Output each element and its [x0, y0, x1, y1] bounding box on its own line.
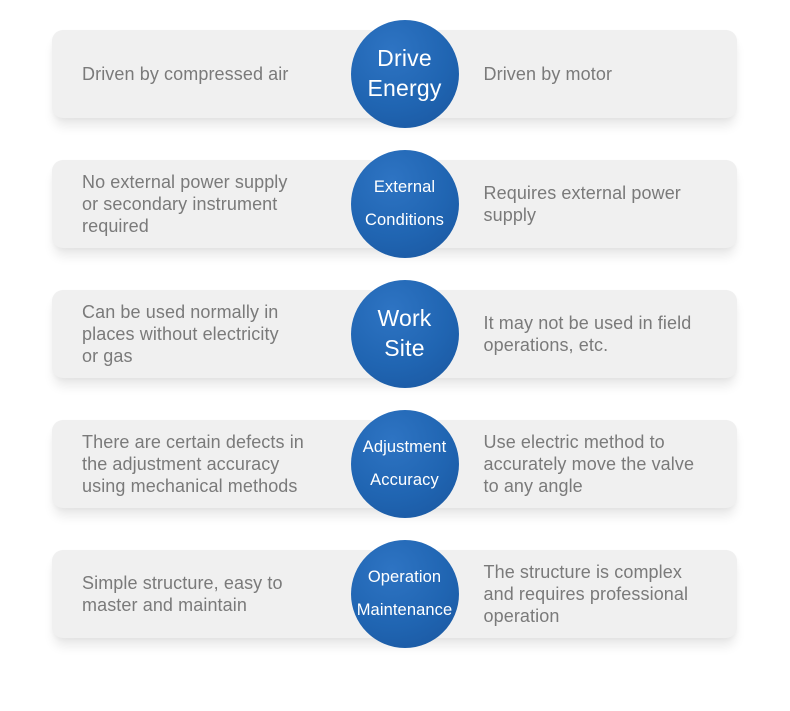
- right-text: The structure is complex and requires pr…: [483, 561, 689, 627]
- category-label: Work Site: [377, 305, 432, 361]
- badge-slot: Drive Energy: [338, 20, 459, 128]
- row-panel: Simple structure, easy to master and mai…: [52, 540, 737, 648]
- right-text: Requires external power supply: [483, 182, 681, 225]
- badge-slot: External Conditions: [338, 150, 459, 258]
- category-label: Drive Energy: [367, 45, 442, 101]
- category-badge-operation-maintenance: Operation Maintenance: [350, 540, 459, 648]
- badge-slot: Operation Maintenance: [338, 540, 459, 648]
- left-text: Simple structure, easy to master and mai…: [82, 572, 283, 615]
- category-badge-drive-energy: Drive Energy: [350, 20, 459, 128]
- left-text: There are certain defects in the adjustm…: [82, 431, 304, 497]
- right-text: Use electric method to accurately move t…: [483, 431, 695, 497]
- category-badge-adjustment-accuracy: Adjustment Accuracy: [350, 410, 459, 518]
- row-panel: No external power supply or secondary in…: [52, 150, 737, 258]
- left-text: No external power supply or secondary in…: [82, 171, 288, 237]
- row-panel: Can be used normally in places without e…: [52, 280, 737, 388]
- category-badge-work-site: Work Site: [350, 280, 459, 388]
- category-label: Operation Maintenance: [356, 568, 453, 619]
- comparison-row-operation-maintenance: Simple structure, easy to master and mai…: [52, 540, 737, 648]
- badge-slot: Adjustment Accuracy: [338, 410, 459, 518]
- left-text: Can be used normally in places without e…: [82, 301, 279, 367]
- left-text: Driven by compressed air: [82, 63, 289, 84]
- comparison-row-external-conditions: No external power supply or secondary in…: [52, 150, 737, 258]
- right-text: It may not be used in field operations, …: [483, 312, 692, 355]
- right-text: Driven by motor: [483, 63, 613, 84]
- category-badge-external-conditions: External Conditions: [350, 150, 459, 258]
- badge-slot: Work Site: [338, 280, 459, 388]
- comparison-row-drive-energy: Driven by compressed air Drive Energy Dr…: [52, 20, 737, 128]
- comparison-row-work-site: Can be used normally in places without e…: [52, 280, 737, 388]
- comparison-row-adjustment-accuracy: There are certain defects in the adjustm…: [52, 410, 737, 518]
- category-label: External Conditions: [365, 178, 444, 229]
- row-panel: Driven by compressed air Drive Energy Dr…: [52, 20, 737, 128]
- category-label: Adjustment Accuracy: [362, 438, 447, 489]
- row-panel: There are certain defects in the adjustm…: [52, 410, 737, 518]
